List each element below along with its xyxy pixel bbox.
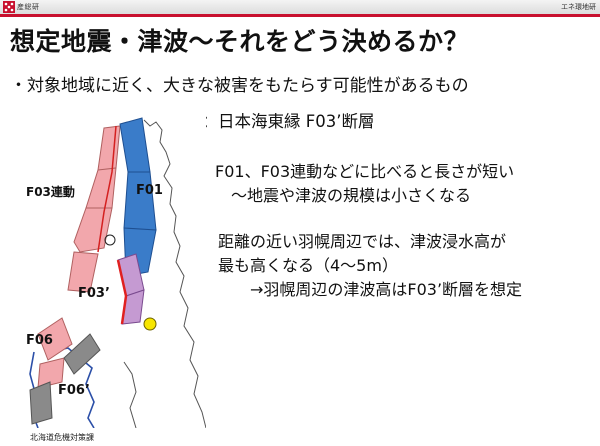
label-f06prime: F06’ <box>58 383 90 398</box>
header-divider <box>0 14 600 17</box>
paragraph-line: →羽幌周辺の津波高はF03’断層を想定 <box>218 280 523 299</box>
paragraph-distance: 距離の近い羽幌周辺では、津波浸水高が 最も高くなる（4～5m） →羽幌周辺の津波… <box>218 230 522 302</box>
aist-logo-icon <box>3 1 15 13</box>
paragraph-line: F01、F03連動などに比べると長さが短い <box>215 162 515 181</box>
label-f01: F01 <box>136 183 163 198</box>
fault-f06 <box>37 317 73 361</box>
paragraph-line: ～地震や津波の規模は小さくなる <box>215 186 472 205</box>
bullet-text: ・対象地域に近く、大きな被害をもたらす可能性があるもの <box>10 76 469 96</box>
fault-f06 <box>37 357 65 389</box>
paragraph-line: 最も高くなる（4～5m） <box>218 256 398 275</box>
coastline <box>143 119 206 428</box>
org-label: エネ環地研 <box>561 3 596 11</box>
map-credit: 北海道危機対策課 <box>30 433 94 442</box>
aist-logo: 産総研 <box>3 1 40 13</box>
fault-trace <box>97 125 117 253</box>
paragraph-length: F01、F03連動などに比べると長さが短い ～地震や津波の規模は小さくなる <box>215 160 514 208</box>
paragraph-line: 距離の近い羽幌周辺では、津波浸水高が <box>218 232 507 251</box>
coastline <box>123 361 137 428</box>
top-bar: 産総研 エネ環地研 <box>0 0 600 14</box>
slide-title: 想定地震・津波～それをどう決めるか？ <box>10 27 470 56</box>
label-f06: F06 <box>26 333 53 348</box>
location-marker <box>143 317 157 331</box>
logo-text: 産総研 <box>17 3 40 11</box>
fault-marker <box>104 234 116 246</box>
fault-f03-rendo <box>67 251 99 293</box>
example-text: 例：日本海東縁 F03’断層 <box>185 112 375 131</box>
fault-f06prime <box>63 333 101 375</box>
fault-map: F03連動 F01 F03’ F06 F06’ <box>24 112 206 428</box>
label-f03prime: F03’ <box>78 286 110 301</box>
label-f03-rendo: F03連動 <box>26 184 75 199</box>
fault-f06prime <box>29 381 53 425</box>
fault-trace <box>116 259 128 325</box>
fault-f01 <box>123 171 157 237</box>
